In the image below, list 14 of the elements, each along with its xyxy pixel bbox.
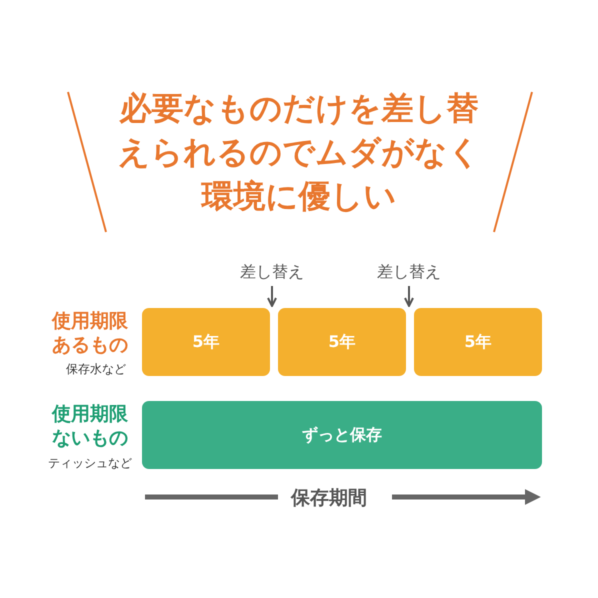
annotation-text: 差し替え: [232, 260, 312, 284]
example-note: ティッシュなど: [48, 455, 132, 472]
period-bar: ずっと保存: [142, 401, 542, 469]
period-bar: 5年: [278, 308, 406, 376]
arrow: [267, 286, 277, 307]
axis-label: 保存期間: [291, 486, 367, 511]
period-bar: 5年: [414, 308, 542, 376]
arrow: [404, 286, 414, 307]
row-heading: 使用期限あるもの: [52, 309, 129, 357]
period-bar: 5年: [142, 308, 270, 376]
title: 必要なものだけを差し替えられるのでムダがなく環境に優しい: [116, 88, 482, 217]
row-heading: 使用期限ないもの: [52, 402, 129, 450]
example-note: 保存水など: [66, 361, 126, 378]
annotation-text: 差し替え: [369, 260, 449, 284]
